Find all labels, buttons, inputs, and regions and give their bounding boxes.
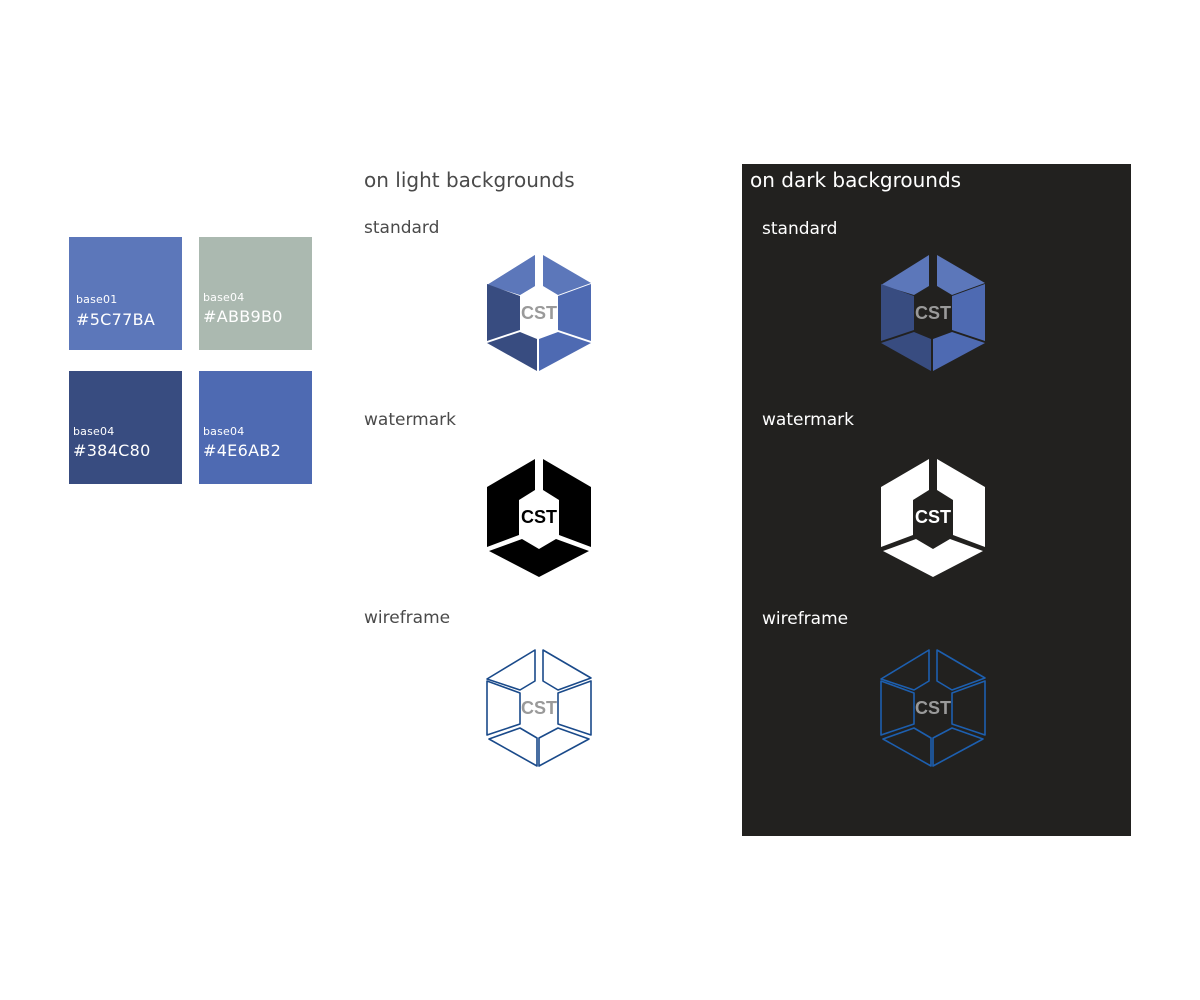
cst-logo-watermark-light: CST: [487, 459, 591, 577]
swatch-hex: #5C77BA: [76, 310, 156, 329]
cst-logo-standard-light: CST: [487, 255, 591, 371]
cst-logo-standard-dark: CST: [881, 255, 985, 371]
cst-logo-wireframe-light: CST: [486, 649, 592, 767]
swatch-name: base04: [203, 291, 245, 304]
logo-text: CST: [915, 698, 951, 718]
swatch-base04-grey: base04 #ABB9B0: [199, 237, 312, 350]
dark-section-heading: on dark backgrounds: [750, 168, 962, 192]
cst-logo-watermark-dark: CST: [881, 459, 985, 577]
dark-background-panel: on dark backgrounds standard watermark w…: [742, 164, 1131, 836]
swatch-base04-dark-blue: base04 #384C80: [69, 371, 182, 484]
logo-text: CST: [915, 303, 951, 323]
dark-standard-label: standard: [762, 219, 838, 239]
logo-text: CST: [521, 698, 557, 718]
swatch-name: base01: [76, 293, 118, 306]
swatch-name: base04: [73, 425, 115, 438]
swatch-name: base04: [203, 425, 245, 438]
dark-wireframe-label: wireframe: [762, 609, 849, 629]
light-watermark-label: watermark: [364, 410, 456, 430]
swatch-hex: #384C80: [73, 441, 151, 460]
swatch-base04-blue: base04 #4E6AB2: [199, 371, 312, 484]
light-standard-label: standard: [364, 218, 440, 238]
logo-text: CST: [521, 507, 557, 527]
swatch-hex: #4E6AB2: [203, 441, 282, 460]
light-section-heading: on light backgrounds: [364, 168, 575, 192]
swatch-hex: #ABB9B0: [203, 307, 283, 326]
light-wireframe-label: wireframe: [364, 608, 451, 628]
dark-watermark-label: watermark: [762, 410, 854, 430]
logo-text: CST: [915, 507, 951, 527]
swatch-base01: base01 #5C77BA: [69, 237, 182, 350]
cst-logo-wireframe-dark: CST: [880, 649, 986, 767]
logo-text: CST: [521, 303, 557, 323]
